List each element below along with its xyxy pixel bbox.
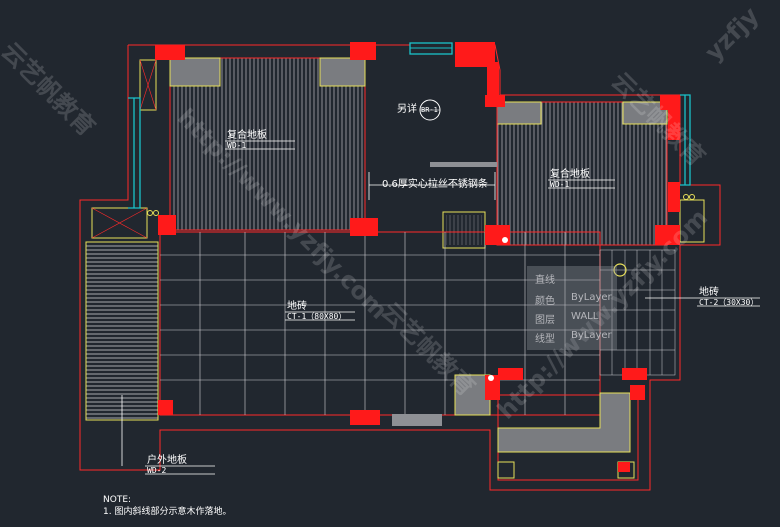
label-wood-left-name: 复合地板 bbox=[227, 130, 267, 141]
note-title: NOTE: bbox=[103, 495, 132, 505]
detail-prefix-text: 另详 bbox=[397, 104, 417, 115]
label-tile-side-code: CT-2（30X30） bbox=[699, 298, 759, 307]
fixtures bbox=[147, 194, 695, 426]
tile-grid-side[interactable] bbox=[599, 249, 676, 376]
label-outdoor-code: WD-2 bbox=[147, 466, 167, 475]
label-leaders bbox=[121, 140, 760, 475]
steel-strip-text: 0.6厚实心拉丝不锈钢条 bbox=[382, 179, 488, 190]
tooltip-row-2-key: 图层 bbox=[535, 315, 555, 326]
cad-hover-tooltip: 直线 颜色 ByLayer 图层 WALL 线型 ByLayer bbox=[527, 266, 617, 350]
tooltip-row-1-value: ByLayer bbox=[571, 292, 612, 303]
tooltip-row-3-value: ByLayer bbox=[571, 330, 612, 341]
tooltip-type: 直线 bbox=[535, 275, 555, 286]
label-tile-main-code: CT-1（80X80） bbox=[287, 312, 347, 321]
tooltip-row-1-key: 颜色 bbox=[535, 296, 555, 307]
detail-tag-text: BR-1 bbox=[421, 106, 438, 114]
wood-room-left[interactable] bbox=[169, 57, 366, 231]
tooltip-row-3-key: 线型 bbox=[535, 334, 555, 345]
windows bbox=[128, 94, 691, 209]
label-wood-right-name: 复合地板 bbox=[550, 169, 590, 180]
bathroom-room[interactable] bbox=[454, 199, 705, 481]
label-tile-side-name: 地砖 bbox=[699, 287, 719, 298]
label-tile-main-name: 地砖 bbox=[287, 301, 307, 312]
steel-strip-dimension bbox=[368, 172, 496, 200]
note-line-1: 1. 图内斜线部分示意木作落地。 bbox=[103, 507, 232, 517]
wall-columns bbox=[155, 42, 680, 472]
tooltip-row-2-value: WALL bbox=[571, 311, 599, 322]
wood-room-right[interactable] bbox=[442, 101, 668, 249]
label-wood-left-code: WD-1 bbox=[227, 141, 247, 150]
label-wood-right-code: WD-1 bbox=[550, 180, 570, 189]
outdoor-deck[interactable] bbox=[85, 59, 159, 421]
corridor bbox=[364, 42, 498, 230]
label-outdoor-name: 户外地板 bbox=[147, 455, 187, 466]
